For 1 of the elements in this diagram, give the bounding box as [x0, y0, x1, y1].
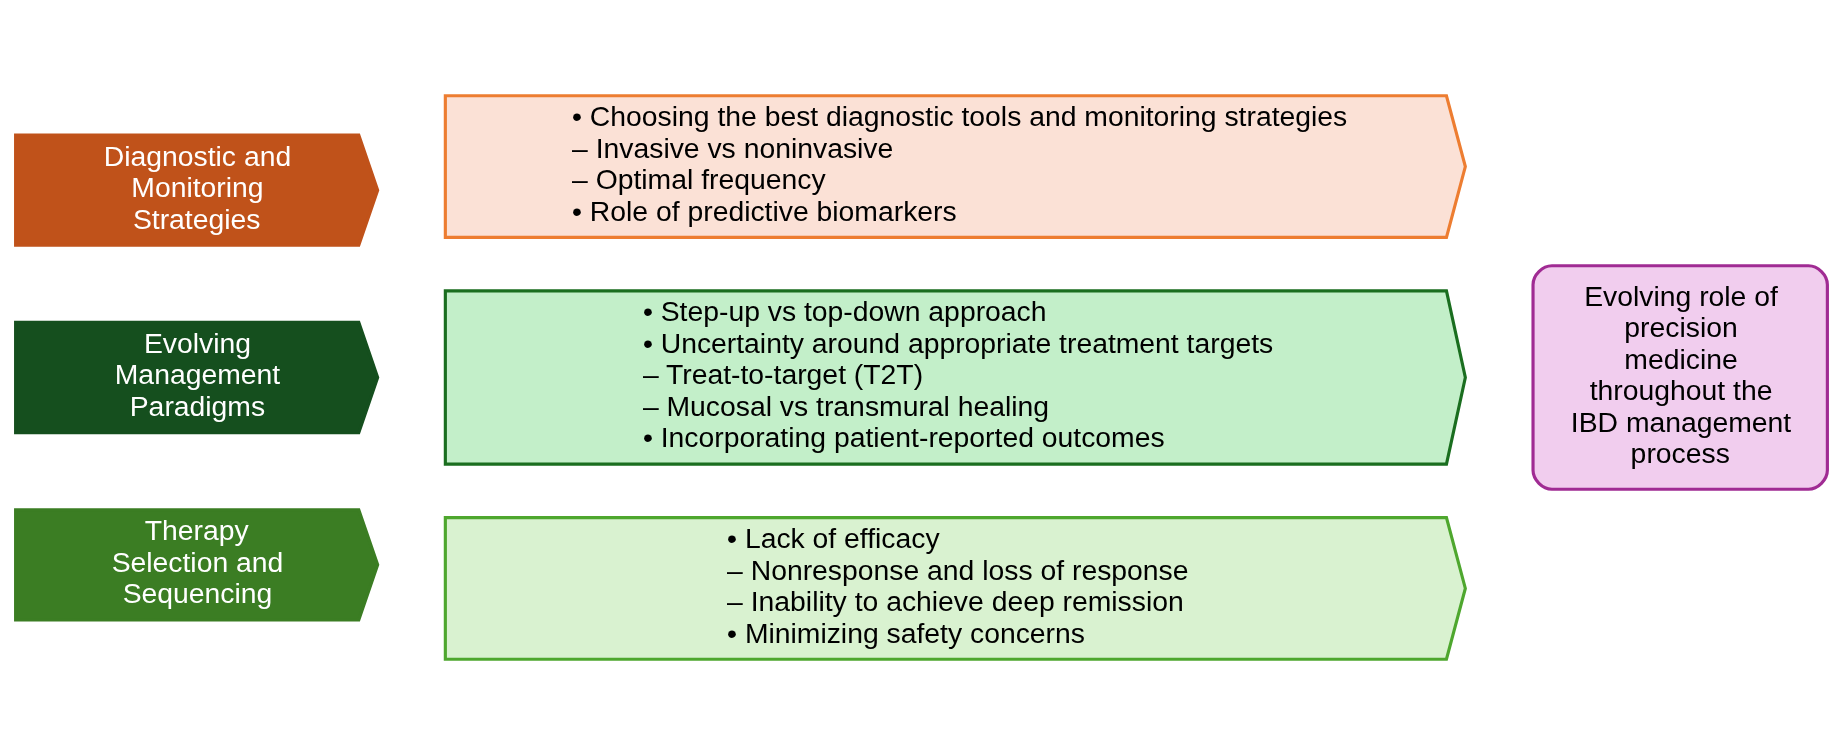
node-box: Evolving role of precision medicine throughout the IBD management process [1531, 264, 1829, 491]
